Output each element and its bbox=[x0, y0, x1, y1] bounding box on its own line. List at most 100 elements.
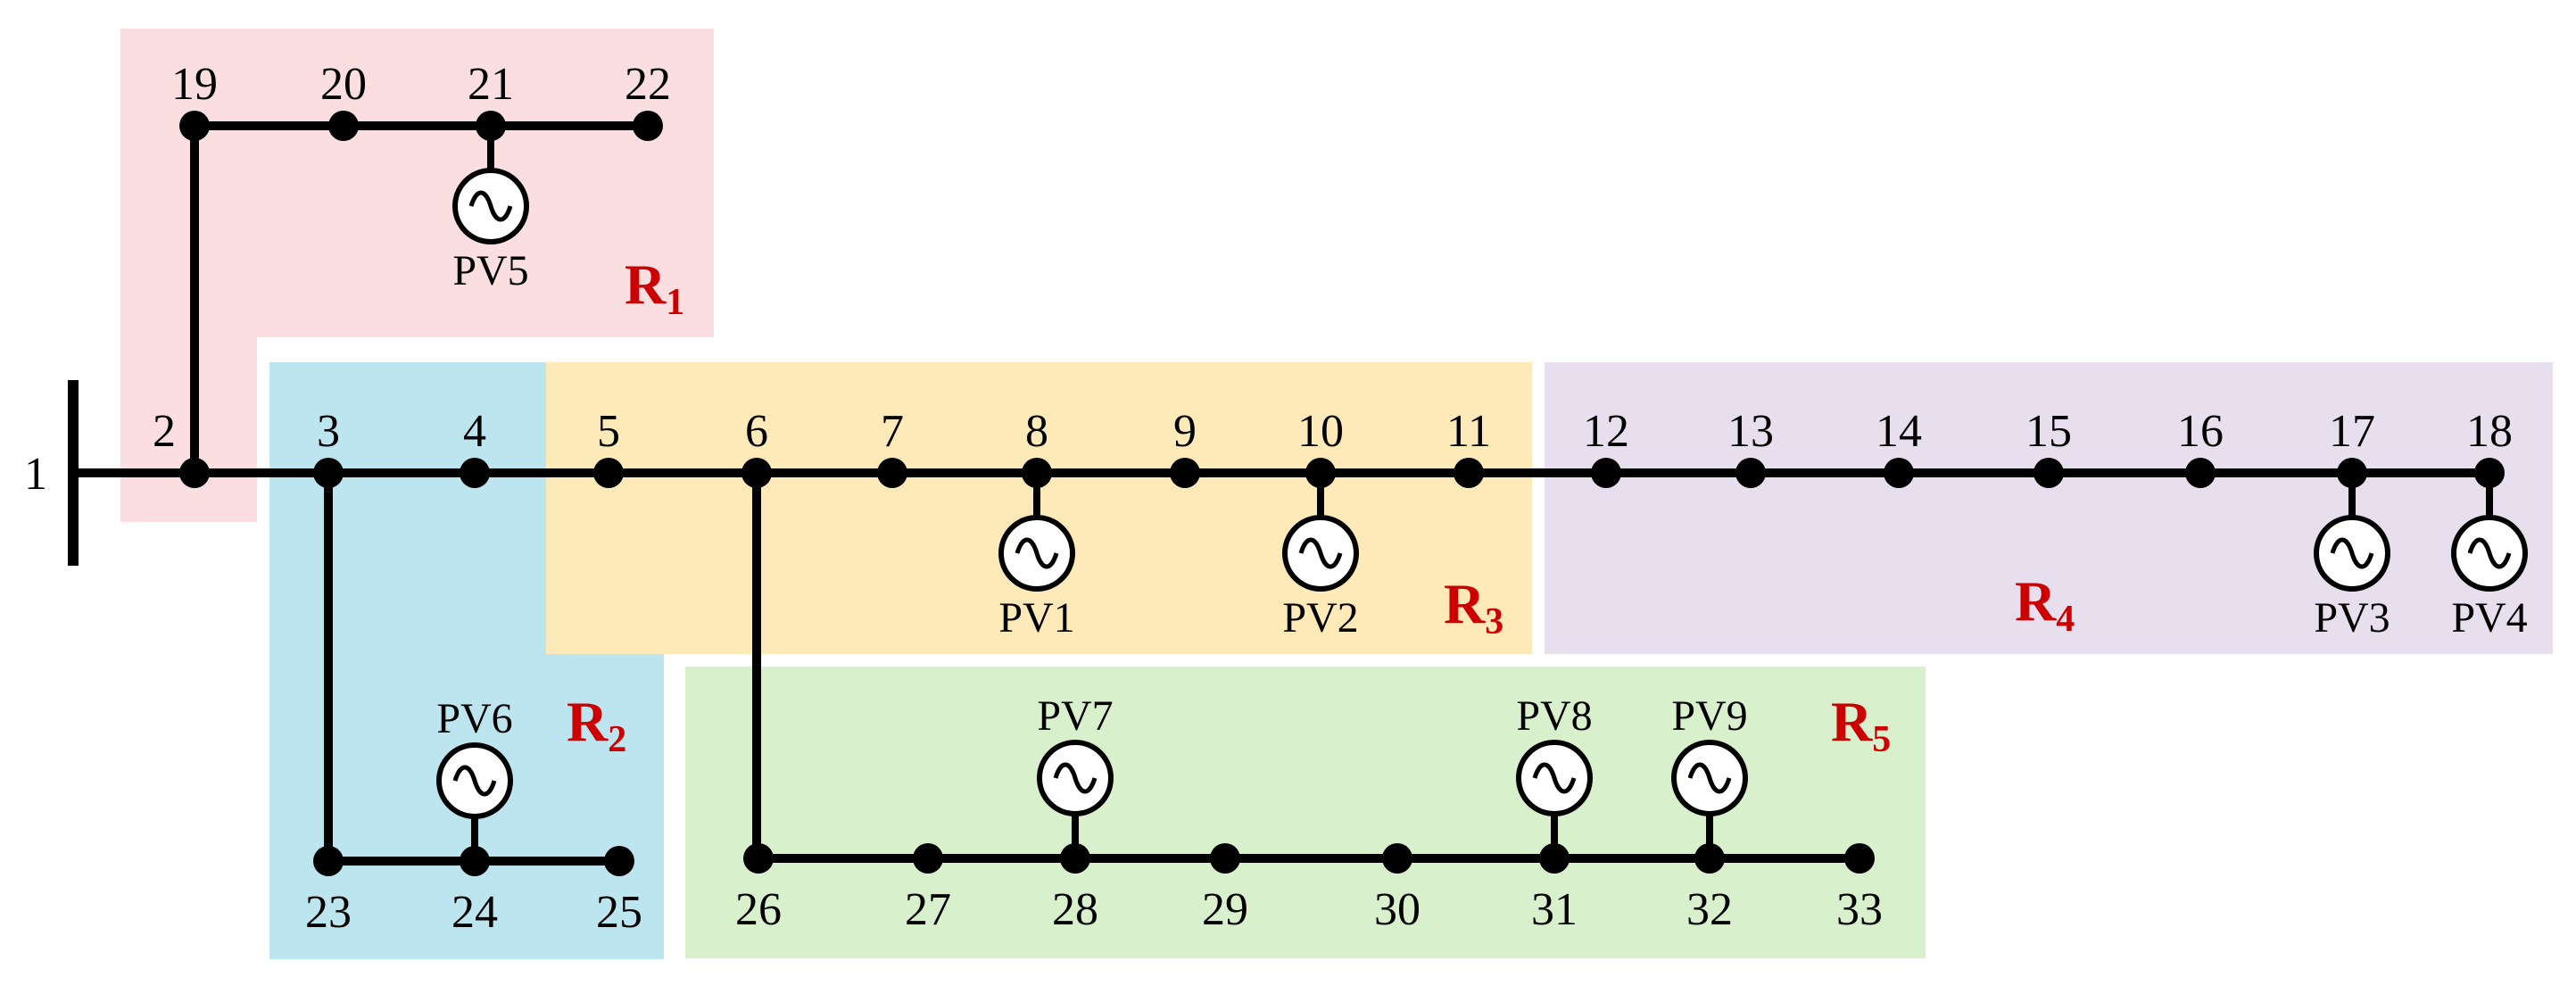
bus-nodes bbox=[179, 111, 2505, 876]
bus-label-20: 20 bbox=[320, 59, 367, 110]
bus-node-8 bbox=[1022, 458, 1052, 488]
pv-label: PV8 bbox=[1516, 692, 1592, 740]
ac-wave-icon bbox=[452, 765, 497, 797]
bus-label-2: 2 bbox=[153, 406, 176, 457]
ac-wave-icon bbox=[1532, 762, 1577, 794]
pv-unit-pv9: PV9 bbox=[1671, 692, 1748, 858]
bus-label-6: 6 bbox=[745, 406, 768, 457]
bus-node-3 bbox=[313, 458, 344, 488]
region-r4-area bbox=[1545, 362, 2553, 654]
pv-label: PV2 bbox=[1282, 594, 1358, 642]
bus-label-16: 16 bbox=[2177, 406, 2224, 457]
bus-node-24 bbox=[460, 846, 490, 876]
bus-label-4: 4 bbox=[463, 406, 486, 457]
bus-label-29: 29 bbox=[1202, 884, 1248, 935]
pv-unit-pv8: PV8 bbox=[1516, 692, 1593, 858]
bus-label-10: 10 bbox=[1297, 406, 1344, 457]
pv-unit-pv5: PV5 bbox=[452, 126, 529, 294]
bus-label-5: 5 bbox=[597, 406, 620, 457]
bus-node-13 bbox=[1735, 458, 1766, 488]
bus-node-25 bbox=[604, 846, 634, 876]
ac-wave-icon bbox=[2330, 537, 2374, 569]
bus-node-26 bbox=[743, 843, 774, 874]
bus-node-27 bbox=[913, 843, 943, 874]
bus-label-3: 3 bbox=[317, 406, 340, 457]
bus-label-9: 9 bbox=[1173, 406, 1197, 457]
bus-label-24: 24 bbox=[451, 887, 498, 938]
bus-label-7: 7 bbox=[881, 406, 904, 457]
bus-node-30 bbox=[1382, 843, 1412, 874]
bus-node-29 bbox=[1210, 843, 1240, 874]
ac-wave-icon bbox=[2467, 537, 2512, 569]
bus-label-11: 11 bbox=[1446, 406, 1491, 457]
bus-label-22: 22 bbox=[625, 59, 671, 110]
region-r1-area bbox=[120, 29, 714, 522]
pv-label: PV5 bbox=[452, 247, 528, 294]
bus-node-10 bbox=[1305, 458, 1336, 488]
bus-label-18: 18 bbox=[2466, 406, 2513, 457]
region-label-r2: R2 bbox=[567, 690, 626, 760]
bus-label-21: 21 bbox=[468, 59, 514, 110]
ac-wave-icon bbox=[1053, 762, 1097, 794]
region-label-r1: R1 bbox=[625, 253, 684, 323]
bus-node-4 bbox=[460, 458, 490, 488]
bus-node-19 bbox=[179, 111, 210, 141]
pv-unit-pv3: PV3 bbox=[2314, 473, 2390, 642]
pv-label: PV9 bbox=[1671, 692, 1747, 740]
pv-label: PV3 bbox=[2314, 594, 2390, 642]
bus-label-14: 14 bbox=[1876, 406, 1922, 457]
pv-label: PV1 bbox=[998, 594, 1074, 642]
bus-label-17: 17 bbox=[2329, 406, 2375, 457]
bus-label-28: 28 bbox=[1052, 884, 1098, 935]
ac-wave-icon bbox=[468, 190, 513, 222]
region-label-r5: R5 bbox=[1831, 690, 1891, 760]
bus-node-23 bbox=[313, 846, 344, 876]
bus-label-12: 12 bbox=[1583, 406, 1629, 457]
bus-node-15 bbox=[2033, 458, 2064, 488]
bus-node-18 bbox=[2474, 458, 2505, 488]
bus-label-30: 30 bbox=[1374, 884, 1421, 935]
bus-node-17 bbox=[2337, 458, 2367, 488]
bus-node-32 bbox=[1694, 843, 1725, 874]
bus-node-33 bbox=[1844, 843, 1875, 874]
ac-wave-icon bbox=[1687, 762, 1732, 794]
pv-unit-pv6: PV6 bbox=[436, 695, 513, 861]
bus-node-16 bbox=[2185, 458, 2216, 488]
bus-label-23: 23 bbox=[305, 887, 352, 938]
bus-node-9 bbox=[1170, 458, 1200, 488]
bus-label-33: 33 bbox=[1836, 884, 1883, 935]
pv-label: PV7 bbox=[1037, 692, 1113, 740]
bus-node-28 bbox=[1060, 843, 1090, 874]
pv-unit-pv2: PV2 bbox=[1282, 473, 1359, 642]
bus-label-1: 1 bbox=[24, 449, 47, 500]
bus-label-15: 15 bbox=[2025, 406, 2072, 457]
branch-6-26 bbox=[752, 473, 761, 863]
bus-label-8: 8 bbox=[1025, 406, 1048, 457]
bus-node-12 bbox=[1591, 458, 1621, 488]
bus-node-22 bbox=[633, 111, 663, 141]
bus-node-6 bbox=[741, 458, 772, 488]
bus-node-20 bbox=[328, 111, 359, 141]
region-label-r3: R3 bbox=[1444, 572, 1503, 642]
bus-node-5 bbox=[593, 458, 624, 488]
bus-node-14 bbox=[1884, 458, 1914, 488]
ac-wave-icon bbox=[1015, 537, 1059, 569]
pv-label: PV6 bbox=[436, 695, 512, 742]
bus-label-13: 13 bbox=[1727, 406, 1774, 457]
pv-label: PV4 bbox=[2451, 594, 2527, 642]
bus-label-27: 27 bbox=[905, 884, 951, 935]
bus-node-2 bbox=[179, 458, 210, 488]
bus-node-7 bbox=[877, 458, 907, 488]
ac-wave-icon bbox=[1298, 537, 1343, 569]
bus-label-19: 19 bbox=[171, 59, 218, 110]
bus-label-32: 32 bbox=[1686, 884, 1733, 935]
pv-unit-pv7: PV7 bbox=[1037, 692, 1114, 858]
bus-label-31: 31 bbox=[1531, 884, 1578, 935]
bus-label-25: 25 bbox=[596, 887, 642, 938]
bus-node-11 bbox=[1454, 458, 1484, 488]
bus-label-26: 26 bbox=[735, 884, 782, 935]
